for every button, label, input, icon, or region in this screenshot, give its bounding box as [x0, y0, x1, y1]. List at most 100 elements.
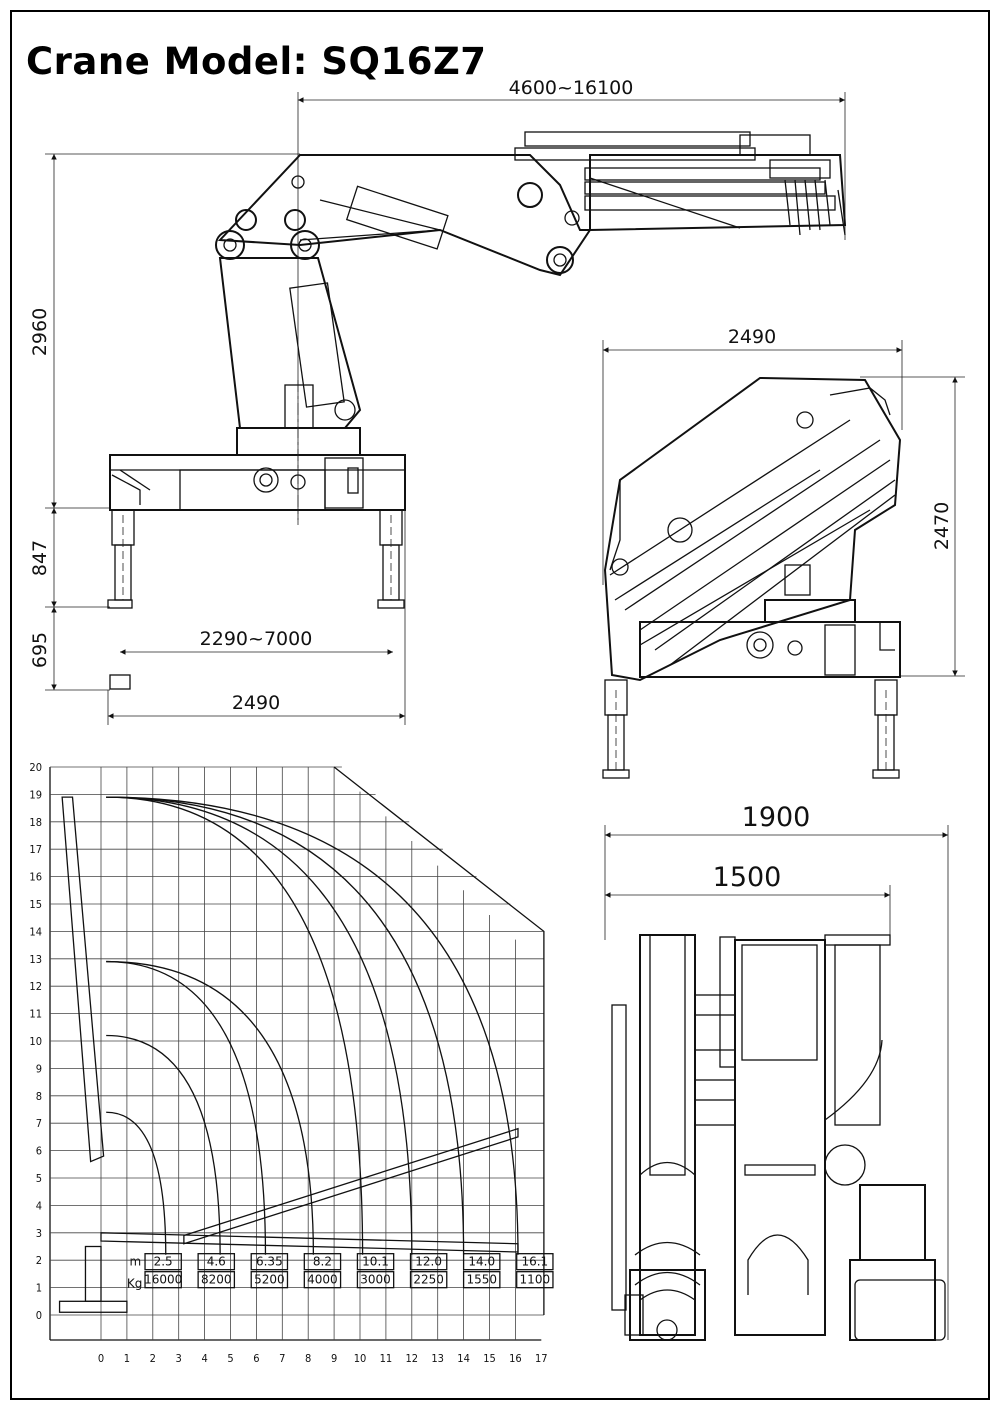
- y-tick-label: 16: [29, 871, 42, 884]
- radius-cell: [409, 1253, 448, 1271]
- radius-cell: [303, 1253, 342, 1271]
- load-value: 4000: [307, 1273, 338, 1287]
- x-tick-label: 9: [331, 1352, 337, 1365]
- y-tick-label: 6: [36, 1145, 42, 1158]
- load-cell: [303, 1271, 342, 1289]
- dim-leg-extension: 695: [29, 632, 51, 668]
- chart-crane-column: [84, 1245, 102, 1302]
- chart-crane-base: [58, 1300, 128, 1313]
- radius-value: 16.1: [521, 1255, 548, 1269]
- working-envelope: [333, 766, 545, 1315]
- dim-reach-range: 4600~16100: [509, 77, 634, 99]
- x-tick-label: 13: [431, 1352, 444, 1365]
- reach-arc: [106, 1111, 167, 1255]
- y-tick-label: 4: [36, 1199, 42, 1212]
- load-cell: [197, 1271, 236, 1289]
- load-cell: [250, 1271, 289, 1289]
- boom-horizontal: [100, 1232, 519, 1253]
- y-tick-label: 3: [36, 1227, 42, 1240]
- load-value: 1550: [466, 1273, 497, 1287]
- load-cell: [462, 1271, 501, 1289]
- stowed-view-drawing: 2490 2470: [602, 326, 965, 779]
- load-cell: [144, 1271, 182, 1289]
- load-value: 3000: [360, 1273, 391, 1287]
- x-tick-label: 16: [509, 1352, 522, 1365]
- radius-value: 14.0: [468, 1255, 495, 1269]
- x-tick-label: 1: [124, 1352, 130, 1365]
- x-tick-label: 4: [201, 1352, 207, 1365]
- x-tick-label: 5: [227, 1352, 233, 1365]
- reach-arc: [106, 1034, 221, 1255]
- load-value: 5200: [254, 1273, 285, 1287]
- x-tick-label: 11: [380, 1352, 393, 1365]
- x-tick-label: 3: [176, 1352, 182, 1365]
- y-tick-label: 14: [29, 925, 42, 938]
- y-tick-label: 1: [36, 1282, 42, 1295]
- radius-value: 10.1: [362, 1255, 389, 1269]
- reach-arc: [106, 960, 267, 1255]
- x-tick-label: 7: [279, 1352, 285, 1365]
- y-tick-label: 5: [36, 1172, 42, 1185]
- radius-value: 2.5: [154, 1255, 173, 1269]
- top-view-drawing: 1900 1500: [604, 802, 949, 1341]
- load-value: 1100: [520, 1273, 551, 1287]
- y-tick-label: 17: [29, 843, 42, 856]
- y-tick-label: 0: [36, 1309, 42, 1322]
- x-tick-label: 10: [354, 1352, 367, 1365]
- dim-top-width-outer: 1900: [742, 802, 811, 833]
- radius-cell: [462, 1253, 501, 1271]
- radius-value: 12.0: [415, 1255, 442, 1269]
- reach-arc: [106, 796, 413, 1255]
- radius-value: 8.2: [313, 1255, 332, 1269]
- dim-base-width: 2490: [232, 692, 280, 714]
- dim-height: 2960: [29, 308, 51, 356]
- y-tick-label: 13: [29, 953, 42, 966]
- page-title: Crane Model: SQ16Z7: [26, 40, 487, 83]
- load-cell: [356, 1271, 395, 1289]
- reach-arc: [106, 796, 364, 1255]
- radius-value: 4.6: [207, 1255, 226, 1269]
- load-unit-label: Kg: [127, 1277, 142, 1291]
- y-tick-label: 18: [29, 816, 42, 829]
- y-tick-label: 9: [36, 1062, 42, 1075]
- boom-inclined: [183, 1127, 519, 1245]
- boom-vertical: [61, 796, 105, 1163]
- reach-arc: [106, 796, 519, 1255]
- y-tick-label: 12: [29, 980, 42, 993]
- x-tick-label: 15: [483, 1352, 496, 1365]
- radius-cell: [250, 1253, 289, 1271]
- dim-stowed-width: 2490: [728, 326, 776, 348]
- radius-cell: [356, 1253, 395, 1271]
- load-value: 8200: [201, 1273, 232, 1287]
- load-cell: [516, 1271, 554, 1289]
- dim-top-width-inner: 1500: [713, 862, 782, 893]
- y-tick-label: 2: [36, 1254, 42, 1267]
- load-cell: [409, 1271, 448, 1289]
- reach-arc: [106, 960, 315, 1255]
- x-tick-label: 17: [535, 1352, 548, 1365]
- y-tick-label: 8: [36, 1090, 42, 1103]
- y-tick-label: 11: [29, 1008, 42, 1021]
- dim-leg-height: 847: [29, 540, 51, 576]
- radius-value: 6.35: [256, 1255, 283, 1269]
- y-tick-label: 7: [36, 1117, 42, 1130]
- reach-arc: [106, 796, 465, 1255]
- radius-cell: [516, 1253, 554, 1271]
- drawing-sheet-border: [10, 10, 990, 1400]
- radius-cell: [144, 1253, 182, 1271]
- y-tick-label: 20: [29, 761, 42, 774]
- load-value: 2250: [413, 1273, 444, 1287]
- radius-unit-label: m: [129, 1255, 141, 1269]
- y-tick-label: 15: [29, 898, 42, 911]
- side-view-drawing: 4600~16100 2960 847 695 2290~700: [29, 77, 847, 725]
- x-tick-label: 8: [305, 1352, 311, 1365]
- dim-stowed-height: 2470: [931, 502, 953, 550]
- x-tick-label: 0: [98, 1352, 104, 1365]
- load-value: 16000: [144, 1273, 182, 1287]
- y-tick-label: 10: [29, 1035, 42, 1048]
- y-tick-label: 19: [29, 788, 42, 801]
- radius-cell: [197, 1253, 236, 1271]
- x-tick-label: 6: [253, 1352, 259, 1365]
